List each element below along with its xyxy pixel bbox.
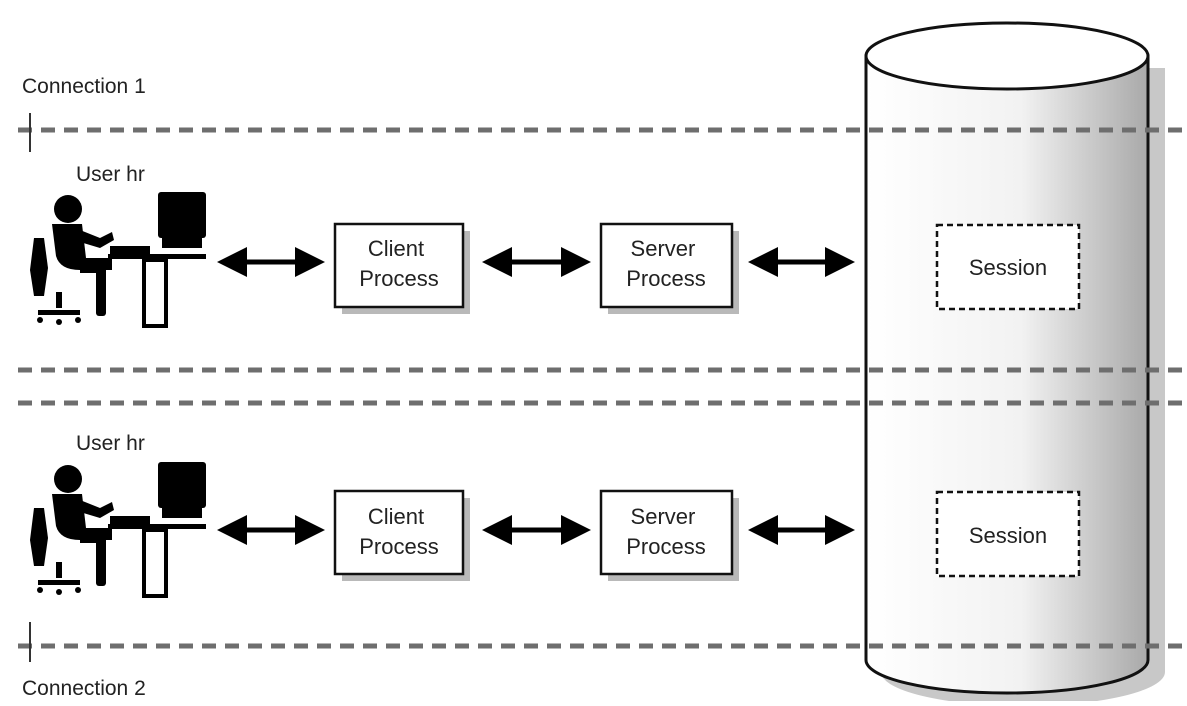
server-process-2-line-2: Process xyxy=(626,534,705,559)
connection-1-label: Connection 1 xyxy=(22,75,146,98)
user-2-label: User hr xyxy=(76,432,145,455)
client-process-1-line-2: Process xyxy=(359,266,438,291)
user-1-label: User hr xyxy=(76,163,145,186)
connection-2-label: Connection 2 xyxy=(22,677,146,700)
server-process-2-line-1: Server xyxy=(631,504,696,529)
client-process-box-1: Client Process xyxy=(333,222,470,314)
svg-text:Client Process: Client Process xyxy=(359,236,438,291)
server-process-1-line-1: Server xyxy=(631,236,696,261)
svg-text:Client Process: Client Process xyxy=(359,504,438,559)
server-process-box-1: Server Process xyxy=(599,222,739,314)
connection-1-row: User hr Client Process xyxy=(30,163,1081,328)
svg-text:Server Process: Server Process xyxy=(626,236,705,291)
session-2-label: Session xyxy=(969,523,1047,548)
user-at-workstation-icon xyxy=(30,192,206,328)
client-process-2-line-1: Client xyxy=(368,504,424,529)
database-cylinder-icon xyxy=(864,21,1165,706)
session-box-1: Session xyxy=(935,223,1081,311)
connection-boundary-lines xyxy=(18,127,1187,649)
svg-text:Server Process: Server Process xyxy=(626,504,705,559)
server-process-box-2: Server Process xyxy=(599,489,739,581)
client-process-box-2: Client Process xyxy=(333,489,470,581)
connection-2-row: User hr Client Process xyxy=(30,432,1081,598)
client-process-2-line-2: Process xyxy=(359,534,438,559)
server-process-1-line-2: Process xyxy=(626,266,705,291)
client-process-1-line-1: Client xyxy=(368,236,424,261)
session-box-2: Session xyxy=(935,490,1081,578)
session-1-label: Session xyxy=(969,255,1047,280)
user-at-workstation-icon xyxy=(30,462,206,598)
